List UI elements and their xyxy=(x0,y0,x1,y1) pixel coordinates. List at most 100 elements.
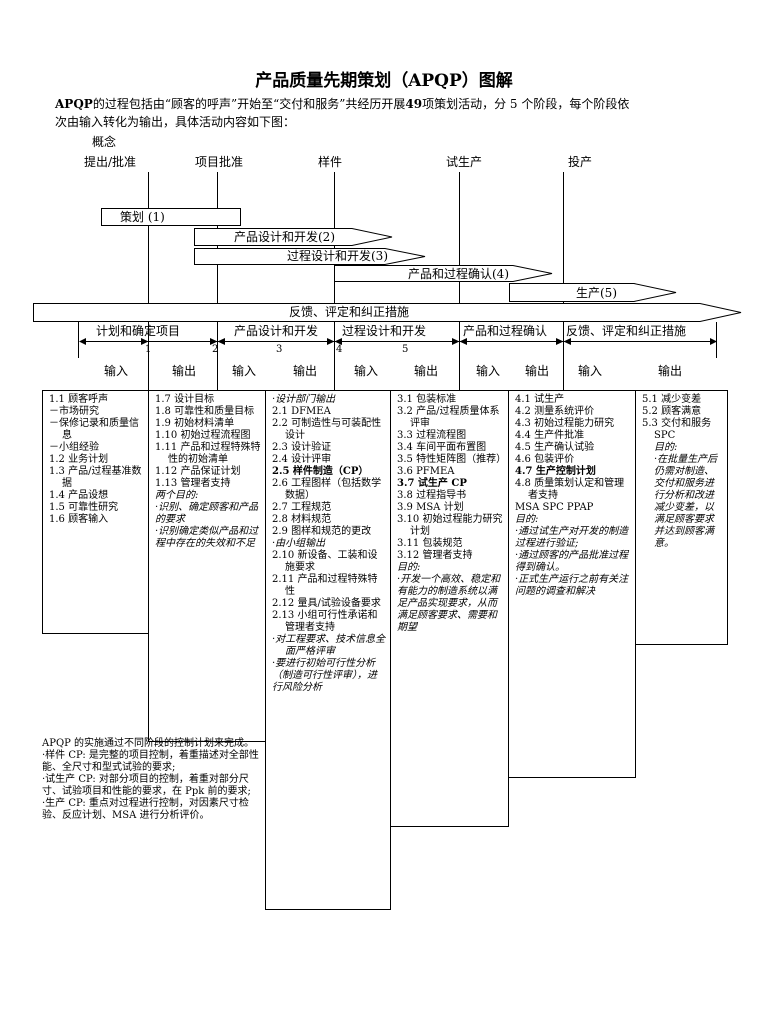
milestone-launch: 投产 xyxy=(568,155,593,169)
phase-bar-validation xyxy=(334,265,553,282)
phase-label-process-design: 过程设计和开发(3) xyxy=(287,249,388,263)
io-output-5: 输出 xyxy=(658,364,683,378)
list-item: －市场研究 xyxy=(49,406,99,417)
io-input-4: 输入 xyxy=(476,364,501,378)
note-line: APQP 的实施通过不同阶段的控制计划来完成。 xyxy=(42,738,255,749)
list-item: 1.8 可靠性和质量目标 xyxy=(155,406,255,417)
list-item: 5.1 减少变差 xyxy=(642,394,702,405)
list-item: 3.5 特性矩阵图（推荐） xyxy=(397,454,507,465)
stage-label-5: 反馈、评定和纠正措施 xyxy=(566,324,687,338)
note-line: ·样件 CP: 是完整的项目控制，着重描述对全部性能、全尺寸和型式试验的要求; xyxy=(42,750,259,773)
intro-apqp: APQP xyxy=(55,97,93,111)
goal-item: ·通过试生产对开发的制造过程进行验证; xyxy=(515,526,629,549)
phase-label-planning: 策划 (1) xyxy=(120,210,165,224)
goal-title: 目的: xyxy=(397,562,421,573)
goal-item: ·要进行初始可行性分析（制造可行性评审），进行风险分析 xyxy=(272,658,377,693)
phase-label-feedback: 反馈、评定和纠正措施 xyxy=(289,305,410,319)
list-item: 2.6 工程图样（包括数学数据） xyxy=(272,478,382,501)
list-item: 1.12 产品保证计划 xyxy=(155,466,241,477)
list-item: 4.5 生产确认试验 xyxy=(515,442,595,453)
note-line: ·试生产 CP: 对部分项目的控制，着重对部分尺寸、试验项目和性能的要求，在 P… xyxy=(42,774,251,797)
list-item-highlight: 2.5 样件制造（CP） xyxy=(272,466,369,477)
list-item: 3.3 过程流程图 xyxy=(397,430,467,441)
list-item: 1.2 业务计划 xyxy=(49,454,109,465)
list-item: －保修记录和质量信息 xyxy=(49,418,139,441)
stage-label-1: 计划和确定项目 xyxy=(96,324,181,338)
intro-line-2: 次由输入转化为输出，具体活动内容如下图： xyxy=(55,115,296,129)
io-output-2: 输出 xyxy=(293,364,318,378)
list-item: 1.5 可靠性研究 xyxy=(49,502,119,513)
list-item: 2.8 材料规范 xyxy=(272,514,332,525)
goal-item: ·正式生产运行之前有关注问题的调查和解决 xyxy=(515,574,629,597)
page-title: 产品质量先期策划（APQP）图解 xyxy=(255,71,513,91)
io-output-3: 输出 xyxy=(414,364,439,378)
list-item: 1.7 设计目标 xyxy=(155,394,215,405)
phase-label-production: 生产(5) xyxy=(576,286,617,300)
stage-label-2: 产品设计和开发 xyxy=(234,324,319,338)
column-stage5-output: 5.1 减少变差 5.2 顾客满意 5.3 交付和服务 SPC 目的: ·在批量… xyxy=(635,390,728,645)
intro-text-b: 项策划活动，分 5 个阶段，每个阶段依 xyxy=(422,97,630,111)
stage-label-4: 产品和过程确认 xyxy=(463,324,548,338)
control-plan-note: APQP 的实施通过不同阶段的控制计划来完成。 ·样件 CP: 是完整的项目控制… xyxy=(42,738,267,822)
list-item-highlight: 3.7 试生产 CP xyxy=(397,478,467,489)
stage-number-3: 3 xyxy=(276,344,283,355)
list-item: 2.2 可制造性与可装配性设计 xyxy=(272,418,382,441)
phase-bar-product-design xyxy=(194,228,393,246)
stage-label-3: 过程设计和开发 xyxy=(342,324,427,338)
list-item: 3.1 包装标准 xyxy=(397,394,457,405)
phase-bar-planning xyxy=(101,208,241,226)
list-item: －小组经验 xyxy=(49,442,99,453)
phase-label-product-design: 产品设计和开发(2) xyxy=(234,230,335,244)
stage-number-5: 5 xyxy=(402,344,409,355)
list-item: 4.2 测量系统评价 xyxy=(515,406,595,417)
phase-bar-process-design xyxy=(194,248,426,265)
axis-arrow-3 xyxy=(327,338,335,345)
milestone-project-approval: 项目批准 xyxy=(195,155,244,169)
list-item: 3.9 MSA 计划 xyxy=(397,502,464,513)
io-input-2: 输入 xyxy=(232,364,257,378)
intro-text-a: 的过程包括由“顾客的呼声”开始至“交付和服务”共经历开展 xyxy=(92,97,406,111)
list-item: 4.6 包装评价 xyxy=(515,454,575,465)
list-item: 1.4 产品设想 xyxy=(49,490,109,501)
goal-item: ·在批量生产后仍需对制造、交付和服务进行分析和改进减少变差，以满足顾客要求并达到… xyxy=(654,454,718,549)
list-item: 3.8 过程指导书 xyxy=(397,490,467,501)
note-line: ·生产 CP: 重点对过程进行控制，对因素尺寸检验、反应计划、MSA 进行分析评… xyxy=(42,798,249,821)
goal-item: ·识别、确定顾客和产品的要求 xyxy=(155,502,259,525)
list-item: 2.3 设计验证 xyxy=(272,442,332,453)
goal-item: ·识别确定类似产品和过程中存在的失效和不足 xyxy=(155,526,259,549)
list-item: 1.11 产品和过程特殊特性的初始清单 xyxy=(155,442,261,465)
intro-text: APQP的过程包括由“顾客的呼声”开始至“交付和服务”共经历开展49项策划活动，… xyxy=(55,95,723,131)
axis-arrow-right xyxy=(710,338,717,345)
io-input-3: 输入 xyxy=(354,364,379,378)
io-output-4: 输出 xyxy=(525,364,550,378)
intro-line-1: APQP的过程包括由“顾客的呼声”开始至“交付和服务”共经历开展49项策划活动，… xyxy=(55,95,723,113)
phase-bar-feedback xyxy=(33,303,742,322)
list-item: 1.1 顾客呼声 xyxy=(49,394,109,405)
list-item: 3.6 PFMEA xyxy=(397,466,455,477)
stage-number-4: 4 xyxy=(336,344,343,355)
list-item: 3.2 产品/过程质量体系评审 xyxy=(397,406,500,429)
concept-label: 概念 xyxy=(92,135,117,149)
column-stage2-output: ·设计部门输出 2.1 DFMEA 2.2 可制造性与可装配性设计 2.3 设计… xyxy=(265,390,391,910)
goal-item: ·开发一个高效、稳定和有能力的制造系统以满足产品实现要求，从而满足顾客要求、需要… xyxy=(397,574,501,633)
axis-arrow-4 xyxy=(452,338,460,345)
column-stage3-output: 3.1 包装标准 3.2 产品/过程质量体系评审 3.3 过程流程图 3.4 车… xyxy=(390,390,509,827)
phase-bar-production xyxy=(509,283,677,302)
list-item: 4.1 试生产 xyxy=(515,394,565,405)
list-item: 2.7 工程规范 xyxy=(272,502,332,513)
list-item: 1.13 管理者支持 xyxy=(155,478,231,489)
section-heading: ·设计部门输出 xyxy=(272,394,336,405)
io-input-5: 输入 xyxy=(578,364,603,378)
list-item: 3.12 管理者支持 xyxy=(397,550,473,561)
phase-label-validation: 产品和过程确认(4) xyxy=(408,267,509,281)
list-item: 2.4 设计评审 xyxy=(272,454,332,465)
axis-arrow-5 xyxy=(556,338,564,345)
list-item: 1.10 初始过程流程图 xyxy=(155,430,251,441)
column-stage1-output: 1.7 设计目标 1.8 可靠性和质量目标 1.9 初始材料清单 1.10 初始… xyxy=(148,390,266,742)
column-stage1-input: 1.1 顾客呼声 －市场研究 －保修记录和质量信息 －小组经验 1.2 业务计划… xyxy=(42,390,149,634)
goal-item: ·对工程要求、技术信息全面严格评审 xyxy=(272,634,386,657)
list-item-highlight: 4.7 生产控制计划 xyxy=(515,466,596,477)
intro-count: 49 xyxy=(405,97,423,111)
list-item: 2.9 图样和规范的更改 xyxy=(272,526,372,537)
list-item: 5.3 交付和服务 xyxy=(642,418,712,429)
